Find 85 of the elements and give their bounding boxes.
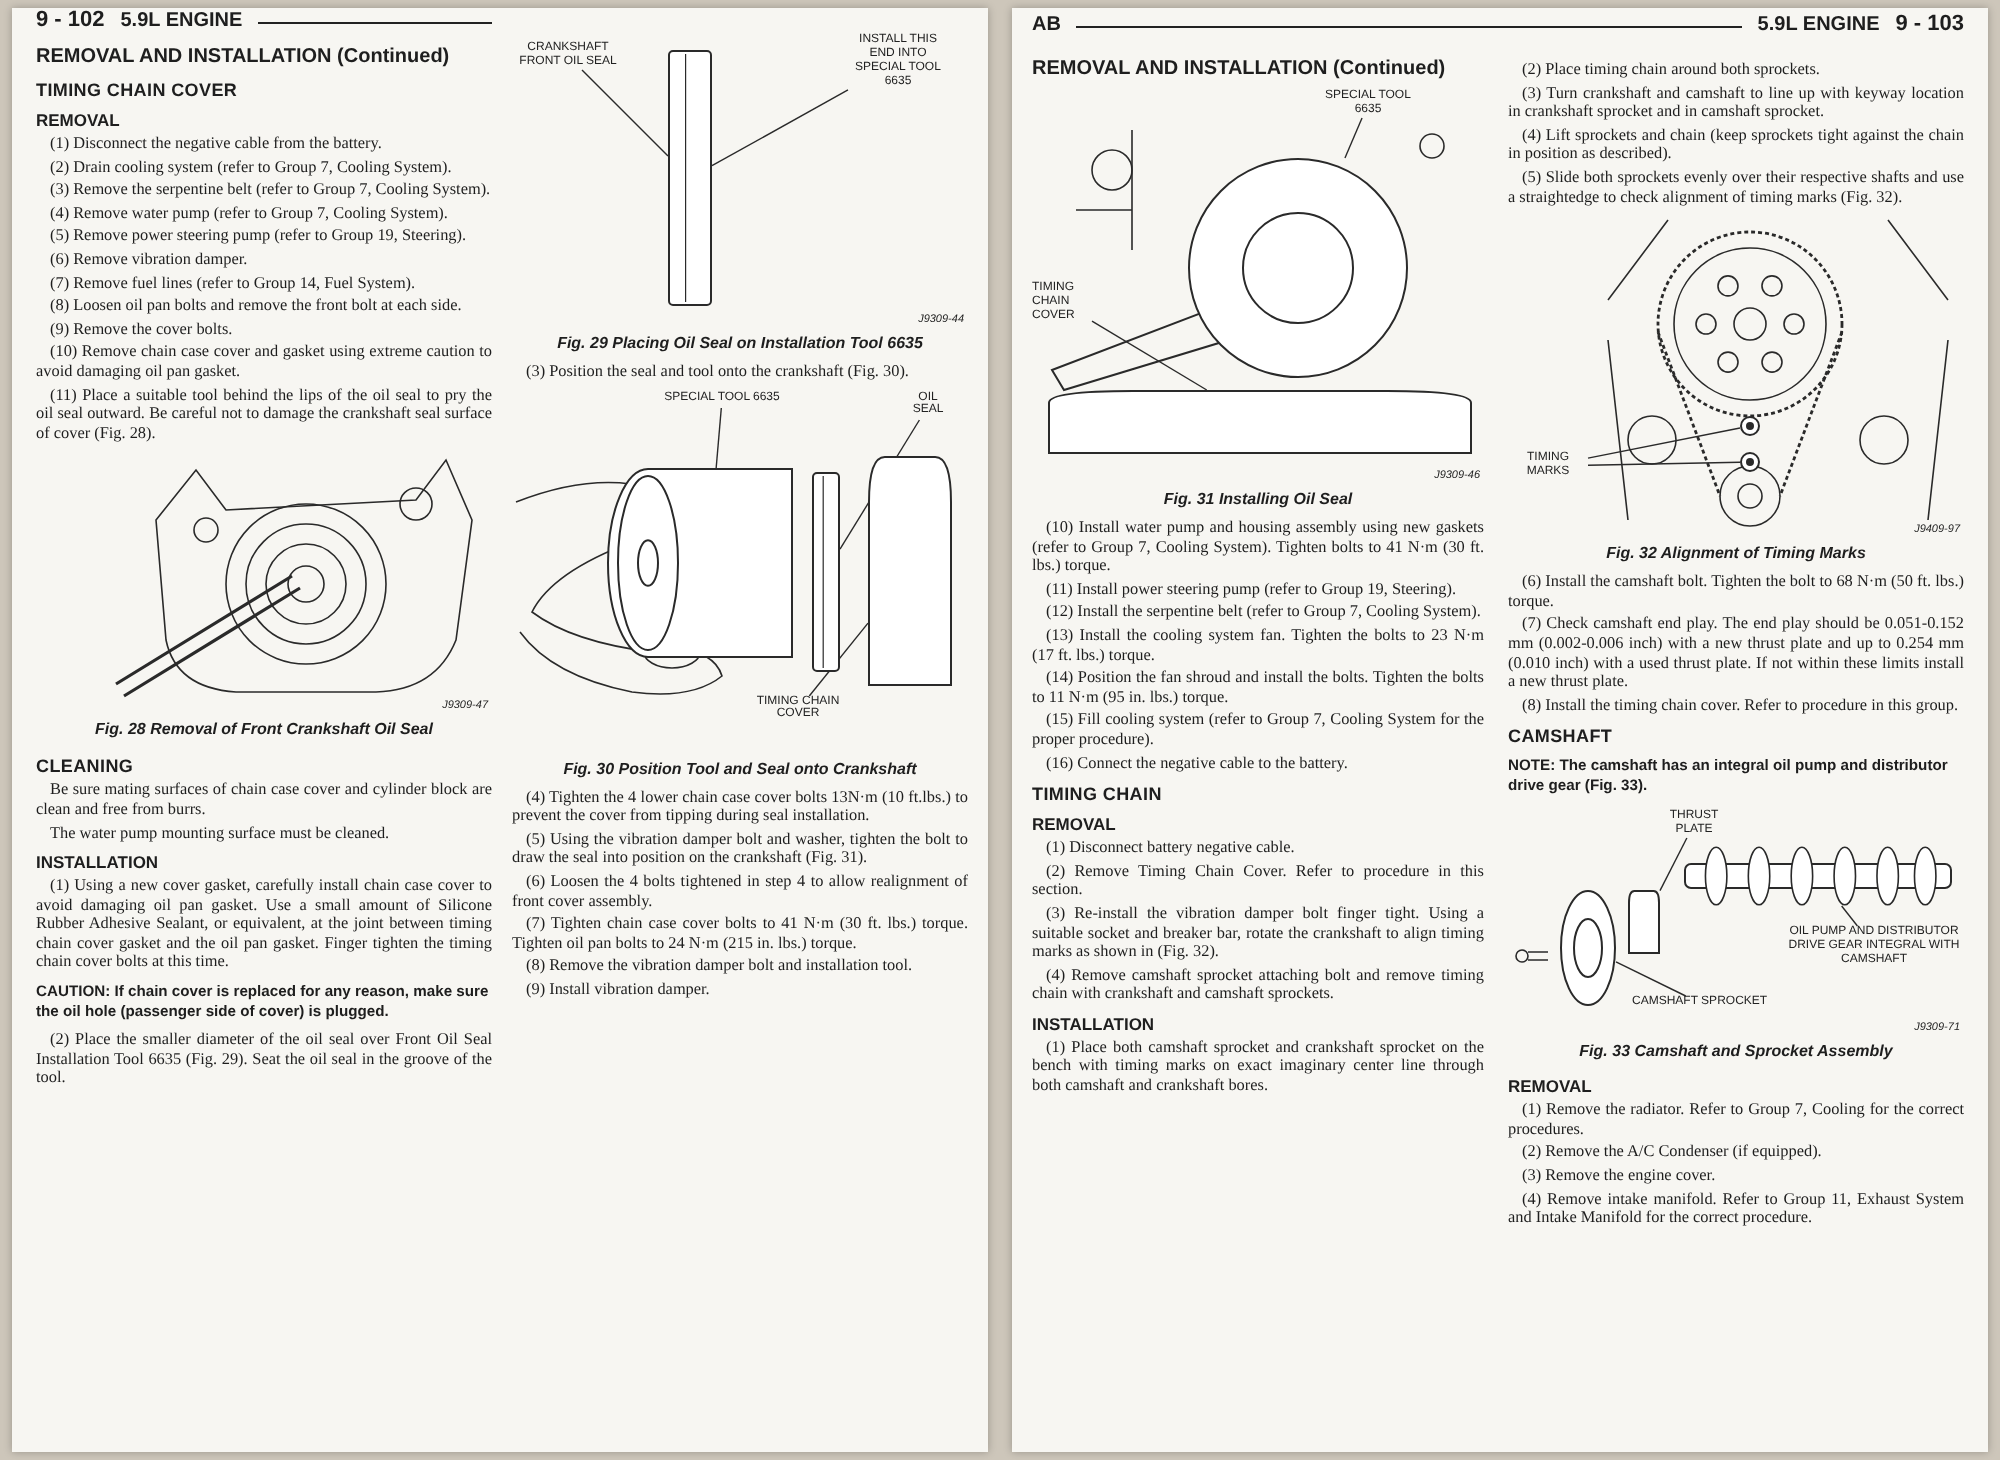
camshaft-sprocket-drawing	[1560, 890, 1616, 1007]
paragraph: (2) Place the smaller diameter of the oil seal over Front Oil Seal Installation Tool 6635 (Fig. 29). Seat the oil seal in the groove of the tool.	[36, 1030, 492, 1088]
thrust-plate-drawing	[1628, 890, 1660, 955]
paragraph: (3) Re-install the vibration damper bolt finger tight. Using a suitable socket and breaker bar, rotate the crankshaft to align timing marks as shown in (Fig. 32).	[1032, 903, 1484, 962]
leader-line	[581, 69, 669, 157]
leader-line	[1587, 461, 1741, 467]
paragraph: (10) Remove chain case cover and gasket using extreme caution to avoid damaging oil pan gasket.	[36, 342, 492, 382]
leader-line	[1840, 905, 1859, 928]
paragraph: (9) Remove the cover bolts.	[48, 319, 235, 339]
running-head: 5.9L ENGINE	[1757, 14, 1880, 36]
procedure-heading: REMOVAL	[1032, 814, 1118, 835]
paragraph: (15) Fill cooling system (refer to Group 7, Cooling System for the proper procedure).	[1032, 710, 1484, 750]
leader-line	[1659, 837, 1688, 892]
leader-line	[1587, 427, 1741, 460]
paragraph: (6) Install the camshaft bolt. Tighten the bolt to 68 N·m (50 ft. lbs.) torque.	[1508, 572, 1964, 611]
figure-caption: Fig. 30 Position Tool and Seal onto Crankshaft	[561, 759, 919, 778]
paragraph: (4) Remove intake manifold. Refer to Group 11, Exhaust System and Intake Manifold for the correct procedure.	[1508, 1189, 1964, 1228]
paragraph: (6) Loosen the 4 bolts tightened in step 4 to allow realignment of front cover assembly.	[512, 871, 968, 911]
leader-line	[711, 89, 849, 167]
timing-chain-cover-drawing	[1048, 390, 1472, 454]
oil-seal-drawing	[668, 50, 712, 306]
figure-caption: Fig. 32 Alignment of Timing Marks	[1604, 544, 1868, 563]
leader-line	[1344, 117, 1363, 159]
leader-line	[1615, 961, 1687, 998]
section-heading: REMOVAL AND INSTALLATION (Continued)	[36, 46, 452, 68]
subsection-heading: CLEANING	[36, 756, 136, 777]
paragraph: (2) Remove Timing Chain Cover. Refer to procedure in this section.	[1032, 861, 1484, 900]
paragraph: (2) Drain cooling system (refer to Group 7, Cooling System).	[48, 157, 454, 177]
paragraph: (4) Lift sprockets and chain (keep sprockets tight against the chain in position as described).	[1508, 125, 1964, 164]
paragraph: (3) Remove the serpentine belt (refer to Group 7, Cooling System).	[48, 180, 492, 200]
paragraph: (6) Remove vibration damper.	[48, 249, 250, 270]
paragraph: (3) Remove the engine cover.	[1520, 1166, 1718, 1186]
subsection-heading: TIMING CHAIN	[1032, 784, 1164, 805]
paragraph: (9) Install vibration damper.	[524, 979, 712, 1000]
paragraph: (7) Tighten chain case cover bolts to 41 N·m (30 ft. lbs.) torque. Tighten oil pan bolts to 24 N·m (215 in. lbs.) torque.	[512, 914, 968, 953]
paragraph: (1) Remove the radiator. Refer to Group 7, Cooling for the correct procedures.	[1508, 1100, 1964, 1139]
paragraph: (16) Connect the negative cable to the battery.	[1044, 753, 1350, 773]
section-heading: REMOVAL AND INSTALLATION (Continued)	[1032, 58, 1448, 80]
paragraph: (5) Slide both sprockets evenly over their respective shafts and use a straightedge to check alignment of timing marks (Fig. 32).	[1508, 167, 1964, 207]
paragraph: (7) Check camshaft end play. The end play should be 0.051-0.152 mm (0.002-0.006 inch) with a new thrust plate and up to 0.254 mm (0.010 inch) with a used thrust plate. If not within these limits install a new thrust plate.	[1508, 614, 1964, 692]
procedure-heading: INSTALLATION	[1032, 1013, 1157, 1034]
paragraph: (5) Using the vibration damper bolt and washer, tighten the bolt to draw the seal into position on the crankshaft (Fig. 31).	[512, 829, 968, 868]
paragraph: (12) Install the serpentine belt (refer to Group 7, Cooling System).	[1044, 602, 1483, 622]
special-tool-drawing	[1188, 158, 1408, 378]
running-head: 5.9L ENGINE	[120, 10, 243, 32]
paragraph: (11) Install power steering pump (refer to Group 19, Steering).	[1044, 579, 1459, 599]
paragraph: (2) Place timing chain around both sprockets.	[1520, 60, 1822, 80]
paragraph: (10) Install water pump and housing assembly using new gaskets (refer to Group 7, Cooling System). Tighten bolts to 41 N·m (30 ft. lbs.) torque.	[1032, 518, 1484, 576]
paragraph: Be sure mating surfaces of chain case cover and cylinder block are clean and free from burrs.	[36, 780, 492, 819]
figure-caption: Fig. 33 Camshaft and Sprocket Assembly	[1577, 1042, 1895, 1061]
paragraph: (2) Remove the A/C Condenser (if equipped).	[1520, 1142, 1824, 1163]
paragraph: (11) Place a suitable tool behind the lips of the oil seal to pry the oil seal outward. Be careful not to damage the crankshaft seal surface of cover (Fig. 28).	[36, 385, 492, 443]
paragraph: (1) Place both camshaft sprocket and crankshaft sprocket on the bench with timing marks on exact imaginary center line through both camshaft and crankshaft bores.	[1032, 1037, 1484, 1096]
paragraph: (4) Remove camshaft sprocket attaching bolt and remove timing chain with crankshaft and camshaft sprockets.	[1032, 965, 1484, 1004]
paragraph: (1) Disconnect the negative cable from the battery.	[48, 134, 384, 154]
camshaft-drawing	[1684, 846, 1952, 907]
oil-seal-drawing	[812, 471, 840, 672]
timing-chain-cover-drawing	[868, 455, 952, 686]
paragraph: (4) Tighten the 4 lower chain case cover bolts 13N·m (10 ft.lbs.) to prevent the cover from tipping during seal installation.	[512, 787, 968, 826]
paragraph: (7) Remove fuel lines (refer to Group 14, Fuel System).	[48, 273, 418, 293]
procedure-heading: REMOVAL	[1508, 1076, 1594, 1097]
paragraph: (13) Install the cooling system fan. Tighten the bolts to 23 N·m (17 ft. lbs.) torque.	[1032, 625, 1484, 665]
paragraph: (8) Loosen oil pan bolts and remove the front bolt at each side.	[48, 296, 464, 316]
paragraph: The water pump mounting surface must be cleaned.	[48, 823, 392, 843]
running-head: AB	[1032, 14, 1061, 36]
subsection-heading: CAMSHAFT	[1508, 726, 1615, 747]
paragraph: (4) Remove water pump (refer to Group 7, Cooling System).	[48, 203, 450, 223]
procedure-heading: REMOVAL	[36, 110, 122, 130]
paragraph: (8) Remove the vibration damper bolt and installation tool.	[524, 956, 915, 976]
page-number: 9 - 103	[1895, 12, 1964, 36]
leader-line	[1091, 320, 1208, 391]
figure-caption: Fig. 29 Placing Oil Seal on Installation Tool 6635	[555, 334, 925, 352]
subsection-heading: TIMING CHAIN COVER	[36, 80, 240, 100]
paragraph: (5) Remove power steering pump (refer to Group 19, Steering).	[48, 226, 469, 246]
paragraph: (1) Disconnect battery negative cable.	[1044, 838, 1297, 858]
paragraph: (1) Using a new cover gasket, carefully install chain case cover to avoid damaging oil pan gasket. Use a small amount of Silicone Rubber Adhesive Sealant, or equivalent, at the joint between timing chain cover gasket and the oil pan gasket. Finger tighten the timing chain cover bolts at this time.	[36, 876, 492, 973]
leader-line	[715, 406, 722, 468]
page-number: 9 - 102	[36, 8, 105, 32]
procedure-heading: INSTALLATION	[36, 852, 161, 873]
paragraph: (3) Position the seal and tool onto the crankshaft (Fig. 30).	[524, 362, 911, 382]
paragraph: (14) Position the fan shroud and install the bolts. Tighten the bolts to 11 N·m (95 in. lbs.) torque.	[1032, 668, 1484, 707]
paragraph: (8) Install the timing chain cover. Refer to procedure in this group.	[1520, 695, 1961, 715]
figure-caption: Fig. 28 Removal of Front Crankshaft Oil Seal	[93, 720, 435, 739]
figure-caption: Fig. 31 Installing Oil Seal	[1161, 490, 1355, 508]
paragraph: (3) Turn crankshaft and camshaft to line up with keyway location in crankshaft sprocket and in camshaft sprocket.	[1508, 83, 1964, 122]
